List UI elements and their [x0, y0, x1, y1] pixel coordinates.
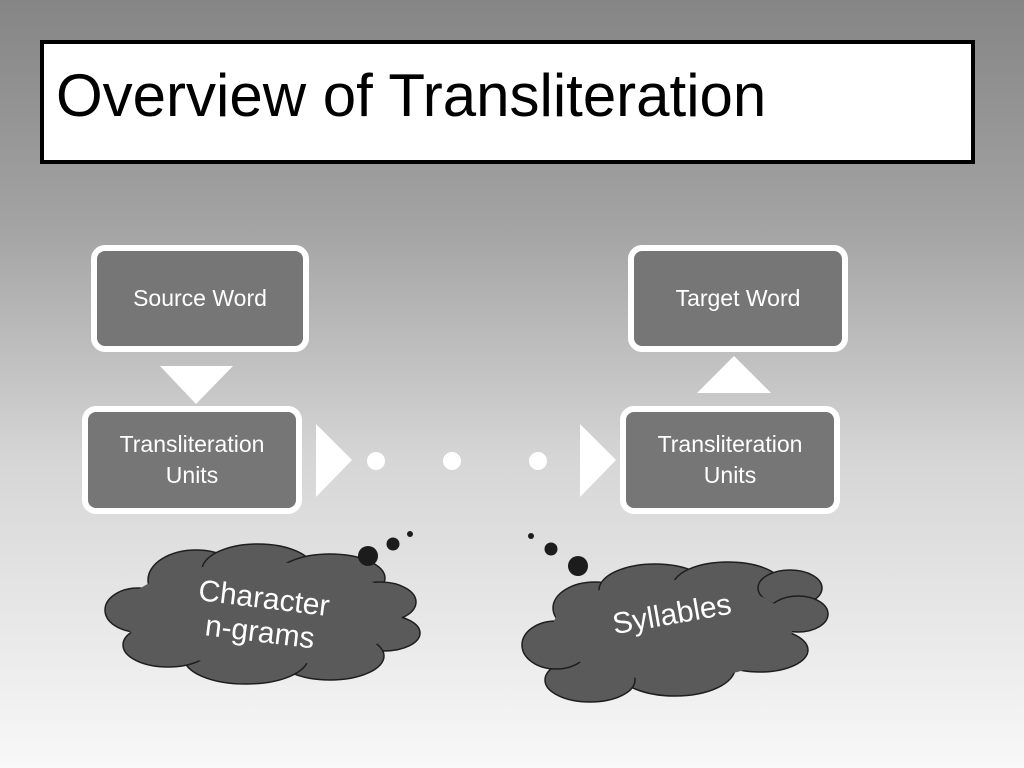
source-word-box: Source Word — [91, 245, 309, 352]
slide-title: Overview of Transliteration — [56, 62, 767, 129]
source-word-label: Source Word — [133, 285, 267, 311]
thought-cloud-left-core — [122, 562, 402, 666]
thought-bubble-left-medium — [386, 537, 400, 551]
thought-cloud-right-core — [552, 580, 792, 680]
left-units-line2: Units — [165, 462, 219, 488]
right-transliteration-units-box: Transliteration Units — [620, 406, 840, 514]
thought-bubble-right-large — [568, 556, 588, 576]
thought-bubble-left-small — [407, 531, 413, 537]
down-arrow-icon — [160, 366, 233, 404]
right-units-line2: Units — [703, 462, 757, 488]
thought-bubble-right-medium — [544, 542, 558, 556]
thought-bubble-left-large — [358, 546, 378, 566]
title-box: Overview of Transliteration — [40, 40, 975, 164]
left-units-line1: Transliteration — [119, 431, 265, 457]
target-word-label: Target Word — [675, 285, 801, 311]
thought-bubble-right-small — [528, 533, 534, 539]
right-units-line1: Transliteration — [657, 431, 803, 457]
ellipsis-dot-1 — [367, 452, 385, 470]
right-chevron-left-icon — [316, 424, 352, 497]
target-word-box: Target Word — [628, 245, 848, 352]
right-chevron-right-icon — [580, 424, 616, 497]
left-transliteration-units-box: Transliteration Units — [82, 406, 302, 514]
ellipsis-dot-3 — [529, 452, 547, 470]
ellipsis-dot-2 — [443, 452, 461, 470]
up-arrow-icon — [697, 356, 771, 393]
